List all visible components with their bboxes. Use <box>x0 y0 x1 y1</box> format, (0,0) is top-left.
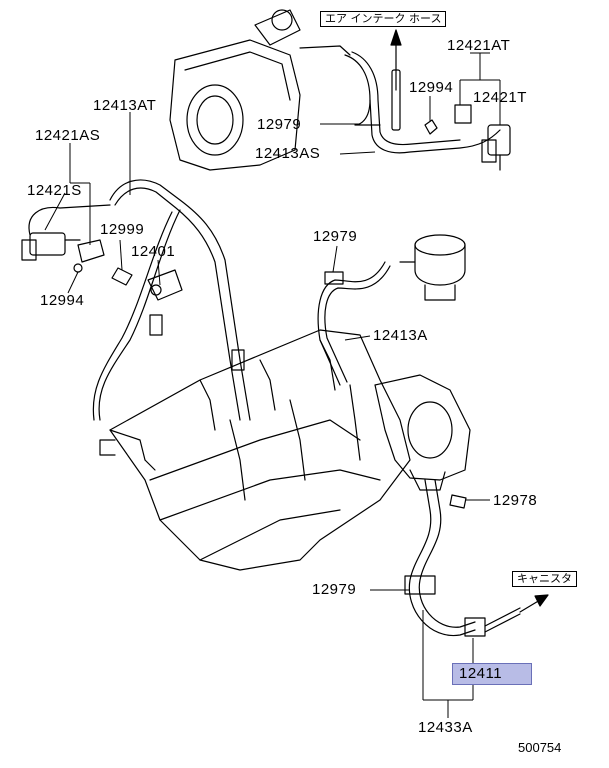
bracket-12401 <box>147 269 183 301</box>
callout-12421T[interactable]: 12421T <box>473 89 527 106</box>
note-canister: キャニスタ <box>512 571 577 587</box>
callout-12413AS[interactable]: 12413AS <box>255 145 321 162</box>
leader-lines <box>44 52 501 718</box>
callout-12999[interactable]: 12999 <box>100 221 145 238</box>
callout-12979-low[interactable]: 12979 <box>312 581 357 598</box>
solenoid-valve-12421S <box>21 204 111 273</box>
callout-12411-highlighted[interactable]: 12411 <box>452 663 532 685</box>
diagram-code: 500754 <box>518 740 562 755</box>
callout-12979-top[interactable]: 12979 <box>257 116 302 133</box>
hose-12411 <box>404 479 521 637</box>
throttle-body-drawing <box>169 9 351 171</box>
callout-12421AT[interactable]: 12421AT <box>447 37 511 54</box>
callout-12401[interactable]: 12401 <box>131 243 176 260</box>
intake-manifold-drawing <box>99 329 411 571</box>
canister-arrow <box>519 594 549 613</box>
purge-valve-drawing <box>399 234 466 301</box>
callout-12978[interactable]: 12978 <box>493 492 538 509</box>
callout-12994-left[interactable]: 12994 <box>40 292 85 309</box>
hose-12413A <box>317 261 391 386</box>
note-air-intake-hose: エア インテーク ホース <box>320 11 447 27</box>
bolt-12999 <box>111 267 133 286</box>
callout-12413AT[interactable]: 12413AT <box>93 97 157 114</box>
air-intake-arrow <box>390 29 402 91</box>
callout-12413A[interactable]: 12413A <box>373 327 428 344</box>
callout-12433A[interactable]: 12433A <box>418 719 473 736</box>
throttle-body-lower-drawing <box>374 374 471 491</box>
hose-12413AT <box>92 179 251 421</box>
callout-12979-mid[interactable]: 12979 <box>313 228 358 245</box>
callout-12421S[interactable]: 12421S <box>27 182 82 199</box>
solenoid-valve-12421T <box>424 104 511 171</box>
bolt-12978 <box>449 494 467 509</box>
callout-12421AS[interactable]: 12421AS <box>35 127 101 144</box>
callout-12994-right[interactable]: 12994 <box>409 79 454 96</box>
